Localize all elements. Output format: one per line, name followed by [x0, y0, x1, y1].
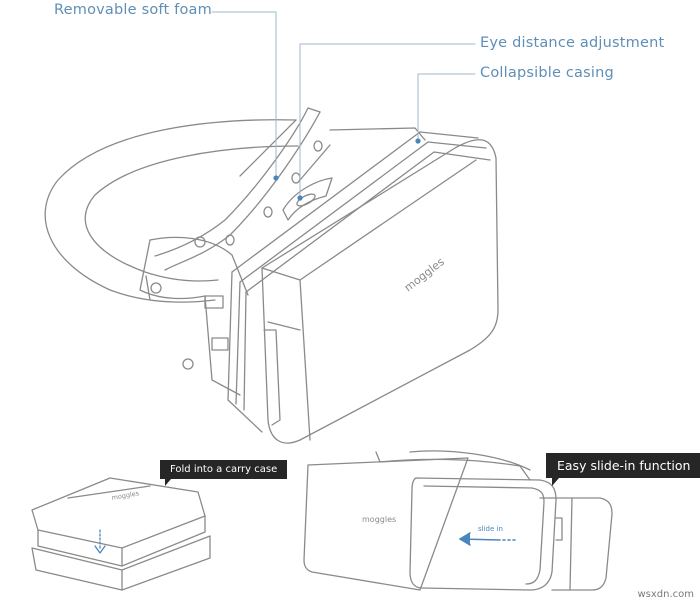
front-cover: [261, 139, 499, 444]
slide-in-label: slide in: [478, 525, 503, 533]
callout-eye-distance: Eye distance adjustment: [480, 35, 665, 51]
soft-foam: [150, 107, 323, 370]
inner-shell: [139, 127, 426, 396]
headset-brand: moggles: [402, 255, 447, 294]
slide-in-function-tag: Easy slide-in function: [546, 453, 700, 486]
callout-dots: [273, 138, 421, 201]
callout-lines: [211, 11, 476, 197]
side-view-headset: [303, 450, 613, 591]
watermark: wsxdn.com: [637, 589, 694, 600]
eye-distance-slider: [282, 177, 333, 221]
slide-arrow: [459, 532, 519, 546]
head-strap: [44, 119, 299, 303]
fold-carry-case-tag: Fold into a carry case: [160, 460, 288, 486]
collapsible-casing: [204, 131, 491, 433]
callout-soft-foam: Removable soft foam: [54, 2, 212, 18]
side-brand: moggles: [362, 515, 396, 524]
carry-case: [31, 477, 211, 591]
callout-collapsible-casing: Collapsible casing: [480, 65, 614, 81]
